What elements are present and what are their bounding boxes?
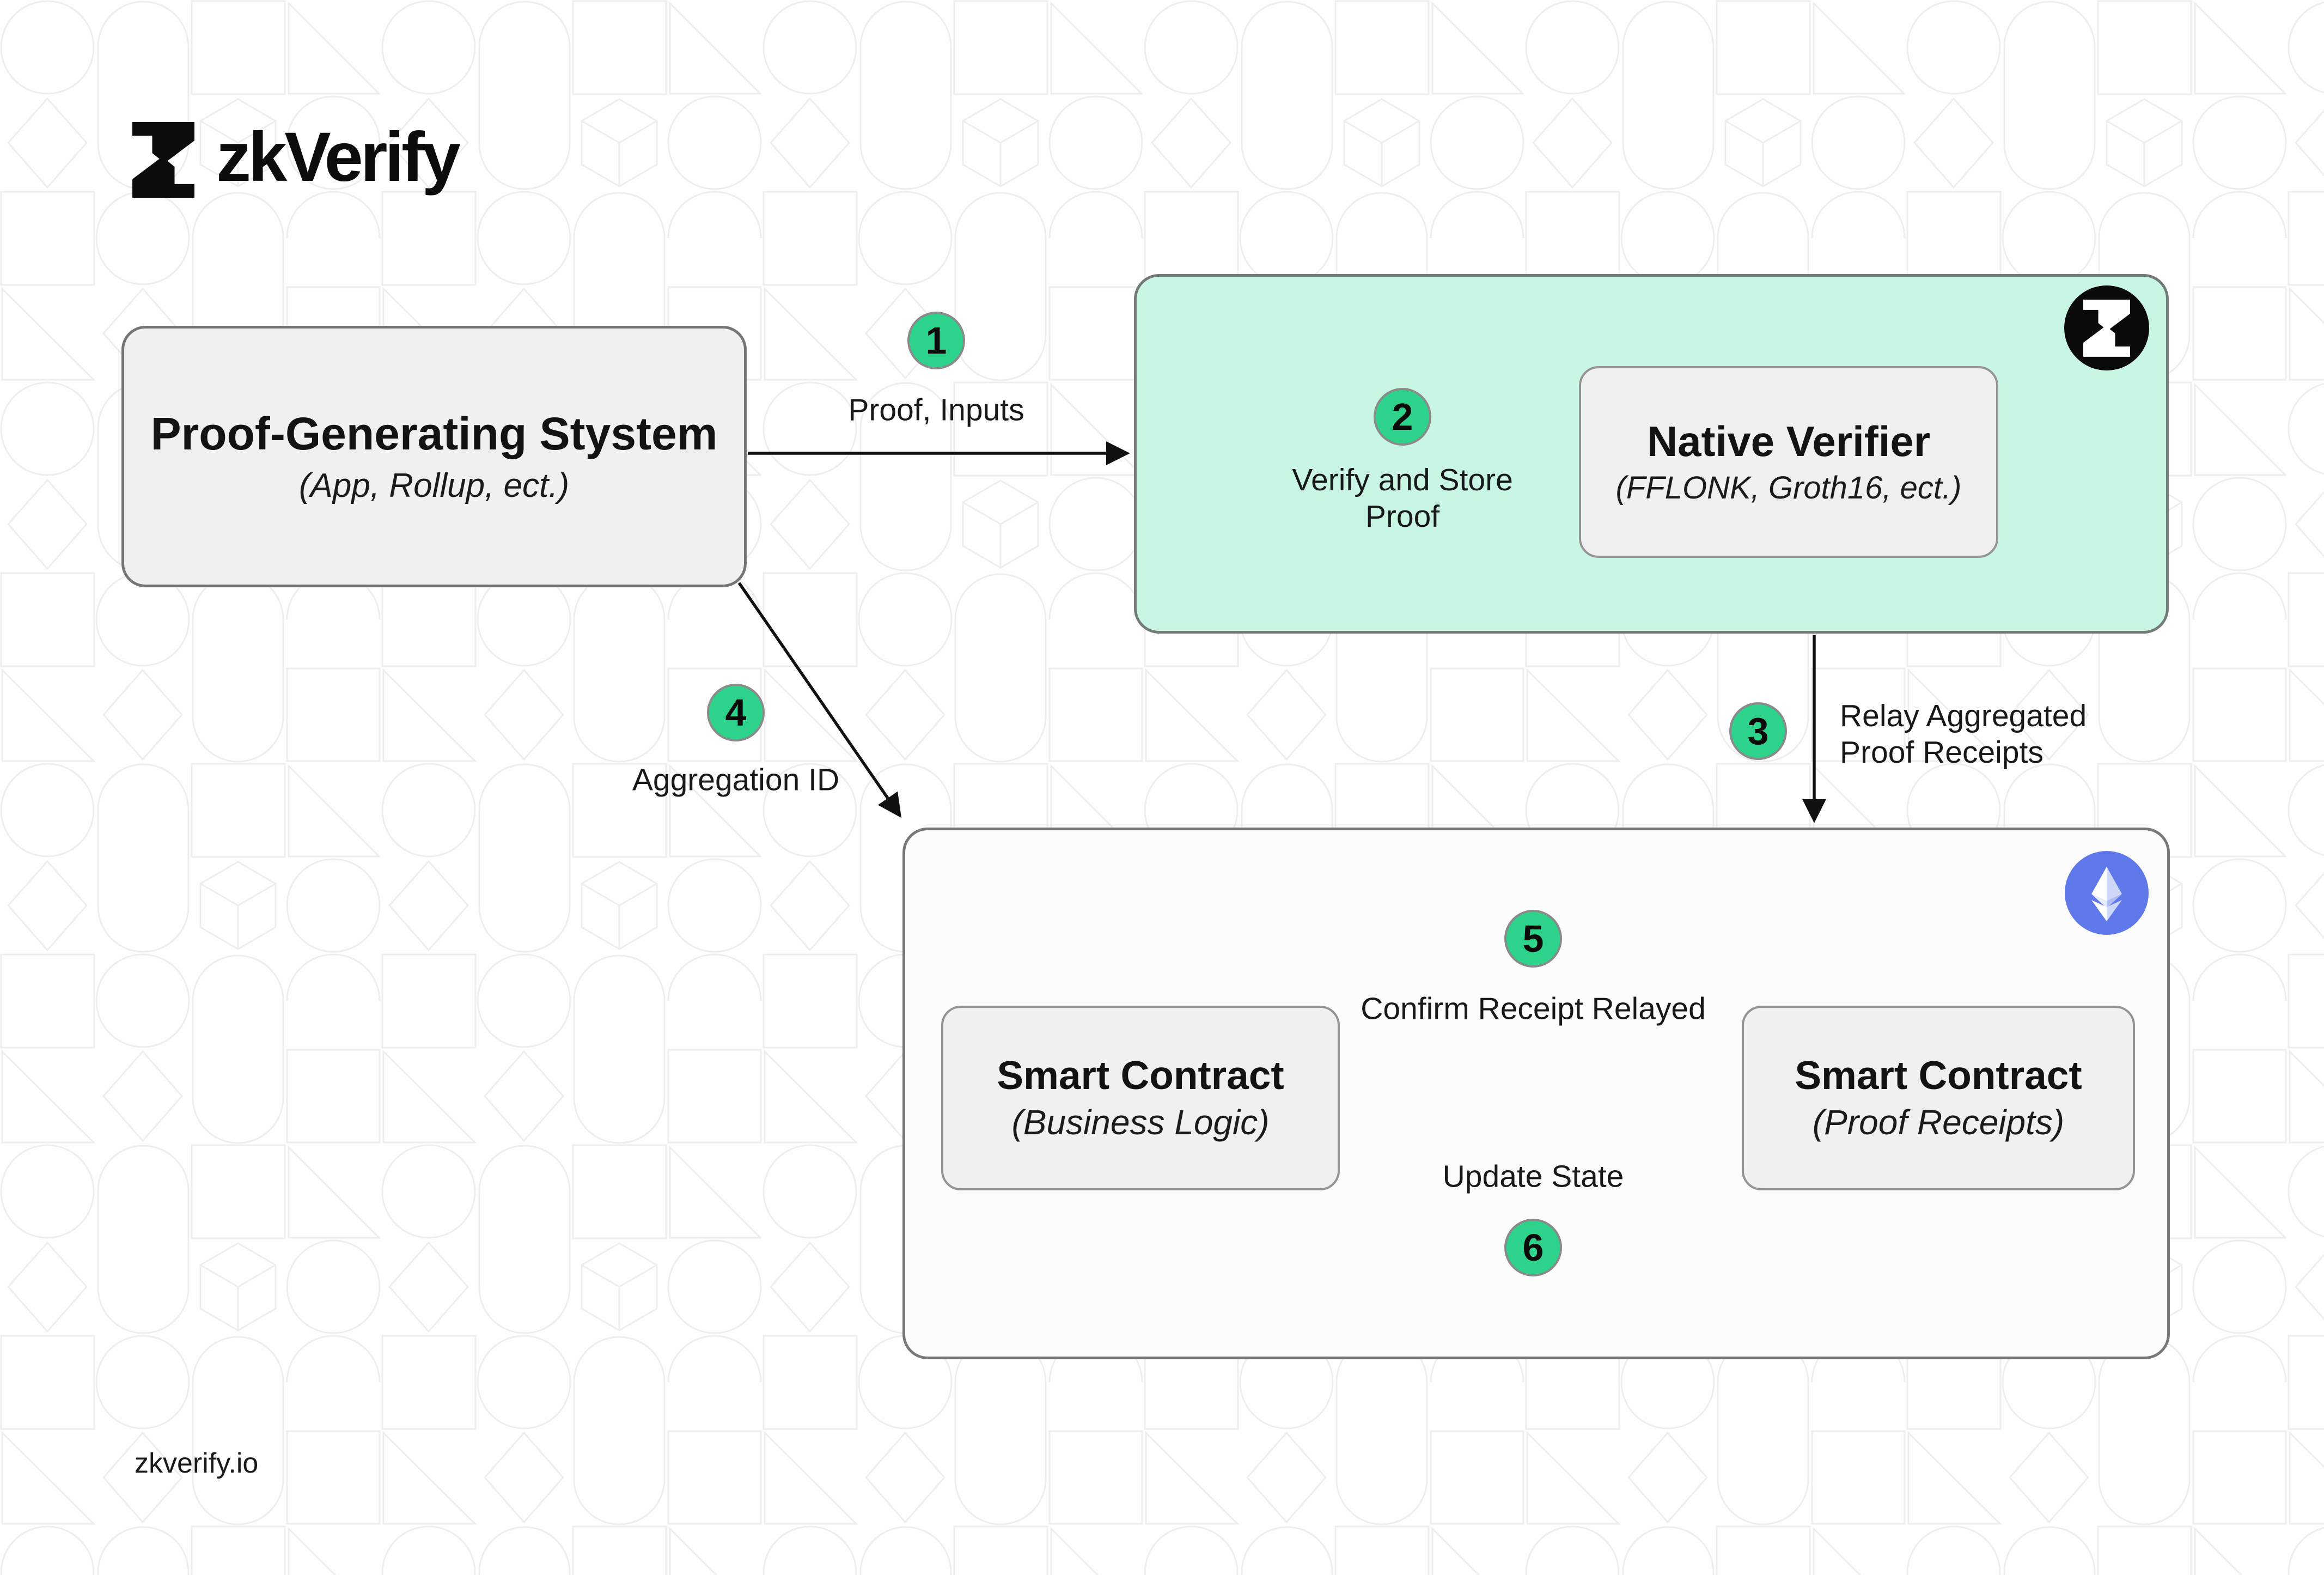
proof-system-title: Proof-Generating Stystem (150, 408, 718, 460)
step-badge-5: 5 (1504, 910, 1562, 968)
footer-site-url: zkverify.io (135, 1448, 259, 1479)
label-proof-inputs: Proof, Inputs (848, 392, 1024, 428)
label-confirm-receipt-relayed: Confirm Receipt Relayed (1361, 991, 1706, 1026)
step-badge-1: 1 (907, 312, 965, 369)
arrow-aggregation-id (737, 582, 902, 818)
step-badge-3: 3 (1729, 702, 1787, 760)
receipts-contract-title: Smart Contract (1795, 1053, 2082, 1098)
proof-system-subtitle: (App, Rollup, ect.) (298, 466, 570, 504)
proof-generating-system-node: Proof-Generating Stystem (App, Rollup, e… (121, 326, 747, 587)
step-badge-2: 2 (1374, 388, 1431, 446)
smart-contract-proof-receipts-node: Smart Contract (Proof Receipts) (1742, 1006, 2135, 1190)
native-verifier-subtitle: (FFLONK, Groth16, ect.) (1615, 470, 1962, 506)
business-contract-subtitle: (Business Logic) (1011, 1103, 1270, 1142)
label-relay-aggregated-proof-receipts: Relay Aggregated Proof Receipts (1840, 698, 2087, 770)
zkverify-logo-icon (132, 121, 194, 198)
zkverify-badge-icon (2064, 285, 2149, 373)
receipts-contract-subtitle: (Proof Receipts) (1812, 1103, 2065, 1142)
label-update-state: Update State (1442, 1159, 1624, 1194)
step-badge-4: 4 (707, 684, 765, 741)
zkverify-wordmark: zkVerify (216, 118, 461, 196)
native-verifier-title: Native Verifier (1646, 417, 1931, 465)
step-badge-6: 6 (1504, 1219, 1562, 1276)
zkverify-logo: zkVerify (132, 115, 461, 204)
ethereum-icon (2065, 851, 2149, 938)
label-verify-and-store-proof: Verify and Store Proof (1292, 462, 1513, 534)
label-aggregation-id: Aggregation ID (632, 762, 840, 798)
business-contract-title: Smart Contract (997, 1053, 1284, 1098)
smart-contract-business-logic-node: Smart Contract (Business Logic) (941, 1006, 1340, 1190)
native-verifier-node: Native Verifier (FFLONK, Groth16, ect.) (1579, 366, 1998, 558)
